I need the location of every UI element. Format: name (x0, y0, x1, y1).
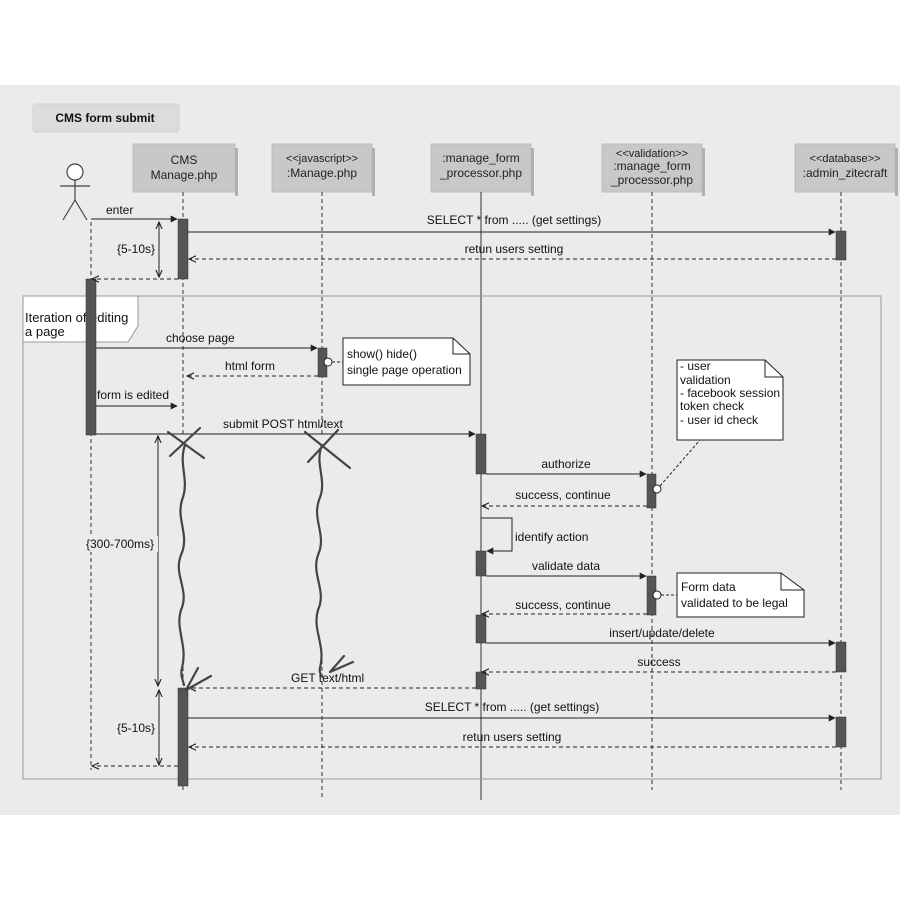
activation-bars (85, 218, 847, 787)
duration-1-bg (114, 240, 158, 256)
participant-cms-line2: Manage.php (151, 168, 218, 182)
participant-db-line1: <<database>> (810, 153, 881, 165)
msg-validate-label: validate data (532, 559, 600, 573)
msg-select2-label: SELECT * from ..... (get settings) (425, 700, 600, 714)
msg-enter-label: enter (106, 203, 133, 217)
participant-val-line3: _processor.php (610, 173, 693, 187)
duration-3-label: {5-10s} (117, 721, 155, 735)
msg-insert-label: insert/update/delete (609, 626, 715, 640)
iteration-fragment-label-box (22, 295, 139, 343)
duration-2-label: {300-700ms} (86, 537, 154, 551)
note-validation-line2: validation (680, 373, 731, 387)
duration-1-label: {5-10s} (117, 242, 155, 256)
participant-db-line2: :admin_zitecraft (803, 166, 888, 180)
participant-cms: CMS Manage.php (132, 143, 238, 196)
participant-val-line2: :manage_form (613, 159, 690, 173)
msg-success1-label: success, continue (515, 488, 611, 502)
msg-authorize-label: authorize (541, 457, 591, 471)
note-legal-line1: Form data (681, 580, 736, 594)
diagram-title: CMS form submit (55, 111, 154, 125)
participant-val-line1: <<validation>> (616, 148, 688, 160)
participant-cms-line1: CMS (171, 153, 198, 167)
message-arrows (91, 215, 836, 766)
duration-markers (158, 222, 159, 765)
msg-form-edited-label: form is edited (97, 388, 169, 402)
note-validation: - user validation - facebook session tok… (652, 359, 784, 494)
title-tab (32, 103, 180, 133)
note-legal-line2: validated to be legal (681, 596, 788, 610)
participant-mfp: :manage_form _processor.php (430, 143, 534, 196)
participant-mfp-line1: :manage_form (442, 151, 519, 165)
note-legal: Form data validated to be legal (652, 572, 805, 618)
note-validation-line1: - user (680, 359, 711, 373)
msg-submit-label: submit POST html/text (223, 417, 343, 431)
msg-success2-label: success, continue (515, 598, 611, 612)
iteration-fragment (22, 295, 882, 780)
msg-choose-page-label: choose page (166, 331, 235, 345)
duration-2-bg (84, 536, 158, 552)
msg-select1-label: SELECT * from ..... (get settings) (427, 213, 602, 227)
msg-success3-label: success (637, 655, 680, 669)
msg-return2-label: retun users setting (463, 730, 562, 744)
note-js: show() hide() single page operation (323, 337, 471, 386)
participant-js-line2: :Manage.php (287, 166, 357, 180)
iteration-fragment-label-line1: Iteration of editing (25, 310, 128, 325)
participant-js: <<javascript>> :Manage.php (271, 143, 375, 196)
participant-database: <<database>> :admin_zitecraft (794, 143, 898, 196)
user-actor-icon (60, 163, 90, 221)
note-js-line2: single page operation (347, 363, 462, 377)
participant-validation: <<validation>> :manage_form _processor.p… (601, 143, 705, 196)
msg-html-form-label: html form (225, 359, 275, 373)
msg-identify-arrow (481, 517, 513, 555)
msg-get-label: GET text/html (291, 671, 364, 685)
diagram-canvas (0, 85, 900, 815)
msg-identify-label: identify action (515, 530, 588, 544)
note-validation-line4: token check (680, 399, 745, 413)
iteration-fragment-label-line2: a page (25, 324, 65, 339)
note-validation-line5: - user id check (680, 413, 759, 427)
duration-3-bg (114, 720, 158, 736)
note-js-line1: show() hide() (347, 347, 417, 361)
note-validation-line3: - facebook session (680, 386, 780, 400)
participant-mfp-line2: _processor.php (439, 166, 522, 180)
msg-return1-label: retun users setting (465, 242, 564, 256)
participant-js-line1: <<javascript>> (286, 153, 358, 165)
hand-drawn-scribbles (166, 426, 355, 692)
